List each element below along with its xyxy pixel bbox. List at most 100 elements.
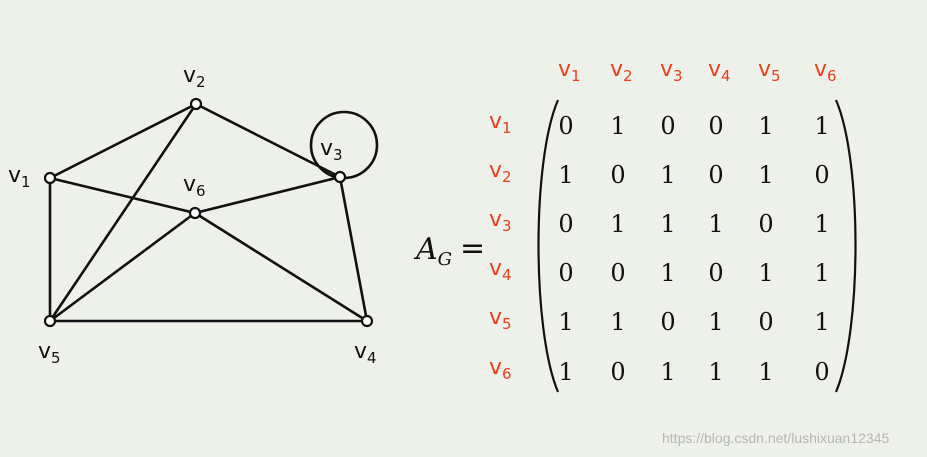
matrix-cell-r3-c6: 1	[814, 210, 829, 238]
edge-v2-v3	[194, 102, 342, 179]
matrix-cell-r4-c1: 0	[558, 259, 573, 287]
vertex-label-subscript: 1	[21, 173, 31, 191]
row-header-subscript: 2	[502, 168, 512, 186]
column-header-base: v	[758, 57, 771, 82]
matrix-right-bracket	[834, 99, 857, 393]
edge-v5-v6	[48, 211, 197, 323]
column-header-4: v4	[708, 57, 731, 85]
vertex-label-subscript: 4	[367, 349, 377, 367]
matrix-cell-r4-c5: 1	[758, 259, 773, 287]
vertex-label-base: v	[8, 163, 21, 188]
column-header-base: v	[558, 57, 571, 82]
row-header-base: v	[489, 158, 502, 183]
matrix-name-subscript: G	[438, 249, 452, 270]
row-header-subscript: 1	[502, 119, 512, 137]
vertex-v6	[188, 206, 202, 220]
matrix-cell-r5-c6: 1	[814, 308, 829, 336]
column-header-6: v6	[814, 57, 837, 85]
matrix-cell-r3-c1: 0	[558, 210, 573, 238]
vertex-v1	[43, 171, 57, 185]
column-header-subscript: 5	[771, 67, 781, 85]
matrix-cell-r4-c4: 0	[708, 259, 723, 287]
vertex-label-base: v	[354, 339, 367, 364]
matrix-left-bracket	[537, 99, 560, 393]
row-header-6: v6	[489, 355, 512, 383]
matrix-name: AG	[413, 232, 452, 270]
edge-v1-v6	[48, 176, 197, 215]
matrix-cell-r2-c6: 0	[814, 161, 829, 189]
matrix-cell-r5-c5: 0	[758, 308, 773, 336]
matrix-cell-r3-c4: 1	[708, 210, 723, 238]
column-header-subscript: 6	[827, 67, 837, 85]
matrix-cell-r6-c1: 1	[558, 358, 573, 386]
matrix-cell-r6-c5: 1	[758, 358, 773, 386]
vertex-label-base: v	[320, 136, 333, 161]
column-header-base: v	[708, 57, 721, 82]
matrix-cell-r6-c2: 0	[610, 358, 625, 386]
column-header-3: v3	[660, 57, 683, 85]
vertex-label-subscript: 3	[333, 146, 343, 164]
watermark: https://blog.csdn.net/lushixuan12345	[662, 430, 889, 446]
equals-sign: =	[460, 231, 485, 266]
row-header-subscript: 6	[502, 365, 512, 383]
vertex-v4	[360, 314, 374, 328]
column-header-subscript: 3	[673, 67, 683, 85]
row-header-base: v	[489, 305, 502, 330]
matrix-cell-r3-c3: 1	[660, 210, 675, 238]
matrix-cell-r2-c2: 0	[610, 161, 625, 189]
edge-v2-v5	[48, 102, 198, 323]
row-header-3: v3	[489, 207, 512, 235]
row-header-base: v	[489, 256, 502, 281]
row-header-5: v5	[489, 305, 512, 333]
matrix-cell-r1-c1: 0	[558, 112, 573, 140]
column-header-subscript: 1	[571, 67, 581, 85]
vertex-label-v2: v2	[183, 63, 206, 91]
matrix-cell-r1-c6: 1	[814, 112, 829, 140]
matrix-cell-r1-c2: 1	[610, 112, 625, 140]
matrix-cell-r5-c4: 1	[708, 308, 723, 336]
vertex-label-v5: v5	[38, 339, 61, 367]
matrix-cell-r4-c2: 0	[610, 259, 625, 287]
vertex-v2	[189, 97, 203, 111]
vertex-label-subscript: 5	[51, 349, 61, 367]
matrix-cell-r6-c6: 0	[814, 358, 829, 386]
vertex-v3	[333, 170, 347, 184]
graph-edges	[48, 102, 379, 323]
matrix-cell-r5-c2: 1	[610, 308, 625, 336]
vertex-label-base: v	[183, 172, 196, 197]
row-header-base: v	[489, 109, 502, 134]
column-header-subscript: 2	[623, 67, 633, 85]
vertex-label-v6: v6	[183, 172, 206, 200]
vertex-label-base: v	[183, 63, 196, 88]
column-header-base: v	[660, 57, 673, 82]
matrix-cell-r4-c6: 1	[814, 259, 829, 287]
graph-nodes	[43, 97, 374, 328]
vertex-label-v4: v4	[354, 339, 377, 367]
matrix-cell-r3-c5: 0	[758, 210, 773, 238]
matrix-name-base: A	[413, 232, 438, 267]
matrix-cell-r2-c3: 1	[660, 161, 675, 189]
matrix-cell-r1-c4: 0	[708, 112, 723, 140]
row-header-2: v2	[489, 158, 512, 186]
vertex-label-base: v	[38, 339, 51, 364]
matrix-cell-r2-c4: 0	[708, 161, 723, 189]
column-header-base: v	[814, 57, 827, 82]
matrix-cell-r2-c5: 1	[758, 161, 773, 189]
vertex-label-v3: v3	[320, 136, 343, 164]
row-header-base: v	[489, 355, 502, 380]
matrix-cell-r1-c5: 1	[758, 112, 773, 140]
row-header-subscript: 4	[502, 266, 512, 284]
vertex-label-subscript: 6	[196, 182, 206, 200]
edge-v3-v6	[193, 175, 342, 215]
matrix-cell-r2-c1: 1	[558, 161, 573, 189]
column-header-2: v2	[610, 57, 633, 85]
matrix-cell-r1-c3: 0	[660, 112, 675, 140]
row-header-base: v	[489, 207, 502, 232]
